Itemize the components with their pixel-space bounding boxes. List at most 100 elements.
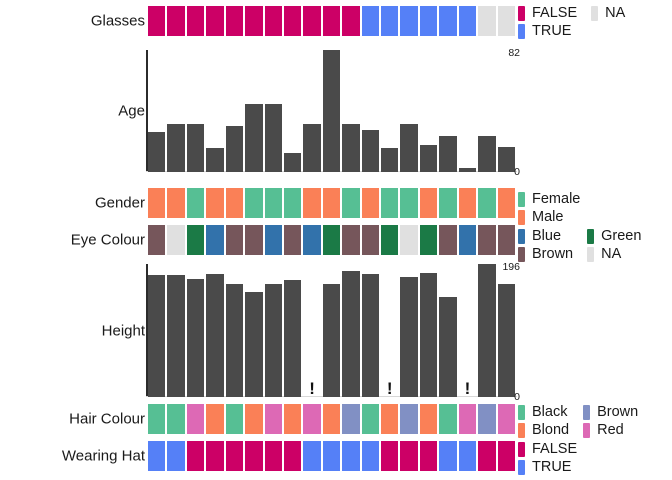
category-tile: [186, 188, 205, 218]
category-tile: [303, 225, 321, 255]
legend-label: Female: [532, 190, 581, 207]
legend-label: Blue: [532, 227, 562, 244]
category-tile: [381, 6, 399, 36]
value-bar: [186, 278, 205, 397]
legend-swatch-icon: [518, 23, 525, 39]
legend-swatch-icon: [518, 209, 525, 225]
category-tile: [283, 6, 302, 36]
value-bar: [497, 284, 515, 397]
value-bar: [322, 50, 341, 172]
category-tile: [206, 6, 224, 36]
category-tile: [225, 188, 244, 218]
category-tile: [225, 225, 244, 255]
category-tile: [400, 6, 418, 36]
legend-swatch-icon: [587, 228, 595, 244]
legend-item[interactable]: TRUE: [518, 458, 577, 476]
bar-panel: [146, 50, 517, 172]
legend-label: Blond: [532, 421, 570, 438]
value-bar: [400, 276, 418, 397]
value-bar: [264, 103, 282, 172]
category-tile: [303, 404, 321, 434]
category-tile: [264, 404, 282, 434]
legend-item[interactable]: Female: [518, 190, 580, 208]
value-bar: [206, 148, 224, 172]
legend-item[interactable]: FALSE: [518, 4, 577, 22]
category-tile: [303, 188, 321, 218]
value-bar: [400, 124, 418, 172]
variable-row-glasses: Glasses: [0, 6, 672, 36]
category-tile: [497, 441, 515, 471]
category-tile: [400, 441, 418, 471]
category-tile: [342, 404, 360, 434]
category-strip: [148, 441, 517, 471]
value-bar: [322, 284, 341, 397]
row-label: Eye Colour: [70, 231, 145, 249]
value-bar: [497, 146, 515, 172]
legend-swatch-icon: [518, 441, 525, 457]
category-strip: [148, 404, 517, 434]
category-tile: [478, 441, 496, 471]
category-tile: [497, 404, 515, 434]
y-axis-tick-min: 0: [514, 165, 520, 178]
y-axis-tick-min: 0: [514, 390, 520, 403]
category-tile: [419, 404, 438, 434]
category-tile: [361, 404, 380, 434]
legend-item[interactable]: Blond: [518, 421, 569, 439]
legend-item[interactable]: NA: [591, 4, 625, 22]
legend-item[interactable]: Brown: [583, 403, 638, 421]
category-tile: [206, 441, 224, 471]
legend-item[interactable]: FALSE: [518, 440, 577, 458]
legend-item[interactable]: Male: [518, 208, 580, 226]
legend-label: TRUE: [532, 22, 572, 39]
category-tile: [283, 404, 302, 434]
category-tile: [400, 188, 418, 218]
category-tile: [419, 225, 438, 255]
legend-item[interactable]: Brown: [518, 245, 573, 263]
row-label: Age: [118, 102, 145, 120]
value-bar: [283, 152, 302, 172]
value-bar: [478, 264, 496, 397]
legend-item[interactable]: TRUE: [518, 22, 577, 40]
legend-item[interactable]: Black: [518, 403, 569, 421]
value-bar: [439, 296, 457, 397]
category-tile: [497, 225, 515, 255]
legend-label: Brown: [597, 403, 639, 420]
legend-swatch-icon: [518, 246, 525, 262]
legend-swatch-icon: [583, 404, 591, 420]
category-tile: [439, 441, 457, 471]
category-tile: [167, 441, 185, 471]
legend-swatch-icon: [518, 404, 525, 420]
value-bar: [342, 124, 360, 172]
legend-swatch-icon: [518, 459, 525, 475]
value-bar: [381, 148, 399, 172]
category-tile: [245, 6, 263, 36]
legend-item[interactable]: Blue: [518, 227, 573, 245]
category-tile: [283, 441, 302, 471]
y-axis-line: [146, 264, 148, 397]
category-tile: [148, 225, 166, 255]
category-tile: [419, 6, 438, 36]
category-tile: [148, 6, 166, 36]
variable-row-hair-colour: Hair Colour: [0, 404, 672, 434]
category-tile: [206, 225, 224, 255]
value-bar: [361, 130, 380, 172]
category-tile: [167, 225, 185, 255]
legend-item[interactable]: Green: [587, 227, 641, 245]
category-tile: [322, 441, 341, 471]
legend-swatch-icon: [587, 246, 595, 262]
category-tile: [283, 188, 302, 218]
category-tile: [497, 6, 515, 36]
value-bar: [245, 103, 263, 172]
category-tile: [322, 404, 341, 434]
legend-label: Male: [532, 208, 564, 225]
category-tile: [361, 6, 380, 36]
category-tile: [206, 188, 224, 218]
category-tile: [381, 188, 399, 218]
category-tile: [245, 441, 263, 471]
legend-item[interactable]: NA: [587, 245, 641, 263]
legend-item[interactable]: Red: [583, 421, 638, 439]
